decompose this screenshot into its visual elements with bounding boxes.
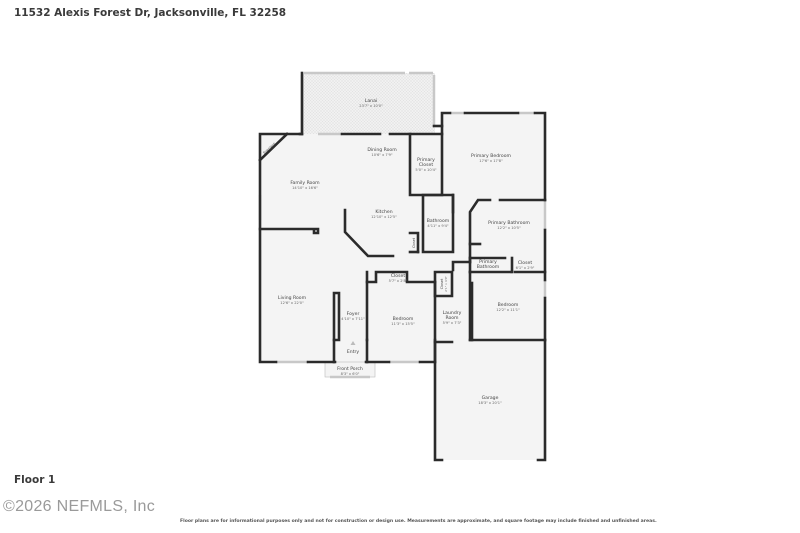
svg-text:4'11" x 9'4": 4'11" x 9'4" bbox=[427, 224, 448, 228]
walls bbox=[258, 71, 547, 462]
svg-text:8'3" x 6'0": 8'3" x 6'0" bbox=[341, 372, 360, 376]
small-closet-label: Closet bbox=[412, 237, 416, 248]
kitchen-label: Kitchen bbox=[375, 209, 392, 215]
svg-text:10'6" x 7'9": 10'6" x 7'9" bbox=[371, 153, 392, 157]
disclaimer-text: Floor plans are for informational purpos… bbox=[180, 519, 657, 524]
floor-label: Floor 1 bbox=[14, 474, 56, 486]
svg-text:23'7" x 10'0": 23'7" x 10'0" bbox=[359, 104, 383, 108]
foyer-label: Foyer bbox=[347, 311, 360, 317]
svg-text:12'2" x 10'5": 12'2" x 10'5" bbox=[497, 226, 521, 230]
room-labels: Lanai 23'7" x 10'0" Dining Room 10'6" x … bbox=[262, 98, 534, 405]
svg-text:Room: Room bbox=[445, 315, 459, 321]
svg-text:Bathroom: Bathroom bbox=[477, 264, 500, 270]
svg-text:17'6" x 17'8": 17'6" x 17'8" bbox=[479, 159, 503, 163]
laundry-closet-label: Closet bbox=[440, 278, 444, 289]
svg-text:14'10" x 16'6": 14'10" x 16'6" bbox=[292, 186, 318, 190]
lanai-label: Lanai bbox=[365, 98, 377, 104]
svg-text:Closet: Closet bbox=[419, 162, 434, 168]
primary-bedroom-label: Primary Bedroom bbox=[471, 153, 512, 159]
entry-arrow-icon bbox=[350, 341, 356, 345]
svg-text:5'7" x 2'8": 5'7" x 2'8" bbox=[389, 279, 408, 283]
dining-room-label: Dining Room bbox=[367, 147, 397, 153]
front-porch-label: Front Porch bbox=[337, 366, 363, 372]
svg-text:12'6" x 22'0": 12'6" x 22'0" bbox=[280, 301, 304, 305]
svg-text:2'1" x 4'0": 2'1" x 4'0" bbox=[444, 276, 448, 292]
bedroom-2-label: Bedroom bbox=[498, 302, 519, 308]
primary-closet-2-label: Closet bbox=[518, 260, 533, 266]
svg-text:12'10" x 12'5": 12'10" x 12'5" bbox=[371, 215, 397, 219]
garage-label: Garage bbox=[482, 395, 499, 401]
svg-text:18'3" x 20'1": 18'3" x 20'1" bbox=[478, 401, 502, 405]
living-room-label: Living Room bbox=[278, 295, 307, 301]
primary-bathroom-label: Primary Bathroom bbox=[488, 220, 530, 226]
family-room-label: Family Room bbox=[290, 180, 320, 186]
laundry-room-label: Laundry bbox=[443, 310, 462, 316]
windows bbox=[258, 71, 547, 379]
svg-text:5'9" x 7'3": 5'9" x 7'3" bbox=[443, 321, 462, 325]
bedroom-closet-label: Closet bbox=[391, 273, 406, 279]
primary-closet-label: Primary bbox=[417, 157, 435, 163]
entry-label: Entry bbox=[347, 349, 360, 355]
copyright-watermark: ©2026 NEFMLS, Inc bbox=[3, 498, 156, 515]
lanai-floor bbox=[302, 73, 435, 134]
primary-bathroom-2-label: Primary bbox=[479, 259, 497, 265]
svg-text:12'2" x 11'1": 12'2" x 11'1" bbox=[496, 308, 520, 312]
svg-text:11'3" x 15'5": 11'3" x 15'5" bbox=[391, 322, 415, 326]
bathroom-label: Bathroom bbox=[427, 218, 450, 224]
page-title: 11532 Alexis Forest Dr, Jacksonville, FL… bbox=[14, 7, 287, 19]
floor-fills bbox=[260, 73, 545, 460]
svg-text:4'10" x 7'11": 4'10" x 7'11" bbox=[341, 317, 365, 321]
svg-text:5'0" x 10'4": 5'0" x 10'4" bbox=[415, 168, 436, 172]
svg-text:6'1" x 2'9": 6'1" x 2'9" bbox=[516, 266, 535, 270]
bedroom-1-label: Bedroom bbox=[393, 316, 414, 322]
